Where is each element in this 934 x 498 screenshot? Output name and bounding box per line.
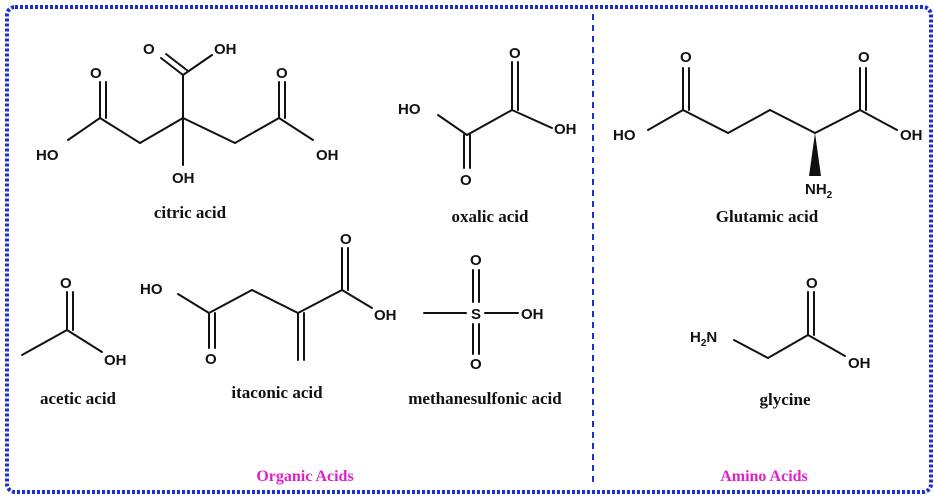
outer-dotted-border xyxy=(5,5,933,494)
oxalic-atom-oh: OH xyxy=(554,121,577,138)
glutamic-atom-o-right: O xyxy=(858,49,870,66)
methanesulfonic-acid-structure: O S OH O xyxy=(423,252,544,373)
itaconic-acid-label: itaconic acid xyxy=(231,383,323,402)
glutamic-acid-structure: O HO O OH NH2 xyxy=(613,49,923,201)
oxalic-atom-ho: HO xyxy=(398,101,421,118)
oxalic-acid-label: oxalic acid xyxy=(452,207,530,226)
glutamic-atom-ho: HO xyxy=(613,127,636,144)
acetic-atom-o: O xyxy=(60,275,72,292)
section-label-amino-acids: Amino Acids xyxy=(720,468,808,485)
glutamic-atom-o-left: O xyxy=(680,49,692,66)
glycine-atom-o: O xyxy=(806,275,818,292)
acetic-acid-label: acetic acid xyxy=(40,389,117,408)
glutamic-atom-oh: OH xyxy=(900,127,923,144)
msa-atom-oh: OH xyxy=(521,306,544,323)
acetic-acid-structure: O OH xyxy=(21,275,127,369)
citric-atom-oh-right: OH xyxy=(316,147,339,164)
oxalic-atom-o-top: O xyxy=(509,45,521,62)
msa-atom-o-bottom: O xyxy=(470,356,482,373)
glutamic-wedge-bond xyxy=(809,133,821,176)
section-label-organic-acids: Organic Acids xyxy=(256,468,353,485)
glycine-structure: H2N O OH xyxy=(690,275,871,372)
oxalic-acid-structure: HO O OH O xyxy=(398,45,577,189)
itaconic-atom-o-bottom: O xyxy=(205,351,217,368)
itaconic-acid-structure: HO O O OH xyxy=(140,231,397,368)
msa-atom-s: S xyxy=(471,306,481,323)
methanesulfonic-acid-label: methanesulfonic acid xyxy=(408,389,562,408)
citric-atom-ho-left: HO xyxy=(36,147,59,164)
citric-atom-o-left: O xyxy=(90,65,102,82)
itaconic-atom-o-top: O xyxy=(340,231,352,248)
citric-atom-oh-center: OH xyxy=(172,170,195,187)
acetic-atom-oh: OH xyxy=(104,352,127,369)
oxalic-atom-o-bottom: O xyxy=(460,172,472,189)
itaconic-atom-oh: OH xyxy=(374,307,397,324)
citric-atom-o-top: O xyxy=(143,41,155,58)
citric-atom-oh-top: OH xyxy=(214,41,237,58)
glutamic-acid-label: Glutamic acid xyxy=(716,207,819,226)
citric-acid-structure: O OH O HO O OH OH xyxy=(36,41,339,187)
glycine-label: glycine xyxy=(760,390,811,409)
citric-atom-o-right: O xyxy=(276,65,288,82)
glycine-atom-oh: OH xyxy=(848,355,871,372)
citric-acid-label: citric acid xyxy=(154,203,227,222)
msa-atom-o-top: O xyxy=(470,252,482,269)
glutamic-atom-nh2: NH2 xyxy=(805,181,833,201)
glycine-atom-h2n: H2N xyxy=(690,329,717,349)
itaconic-atom-ho: HO xyxy=(140,281,163,298)
